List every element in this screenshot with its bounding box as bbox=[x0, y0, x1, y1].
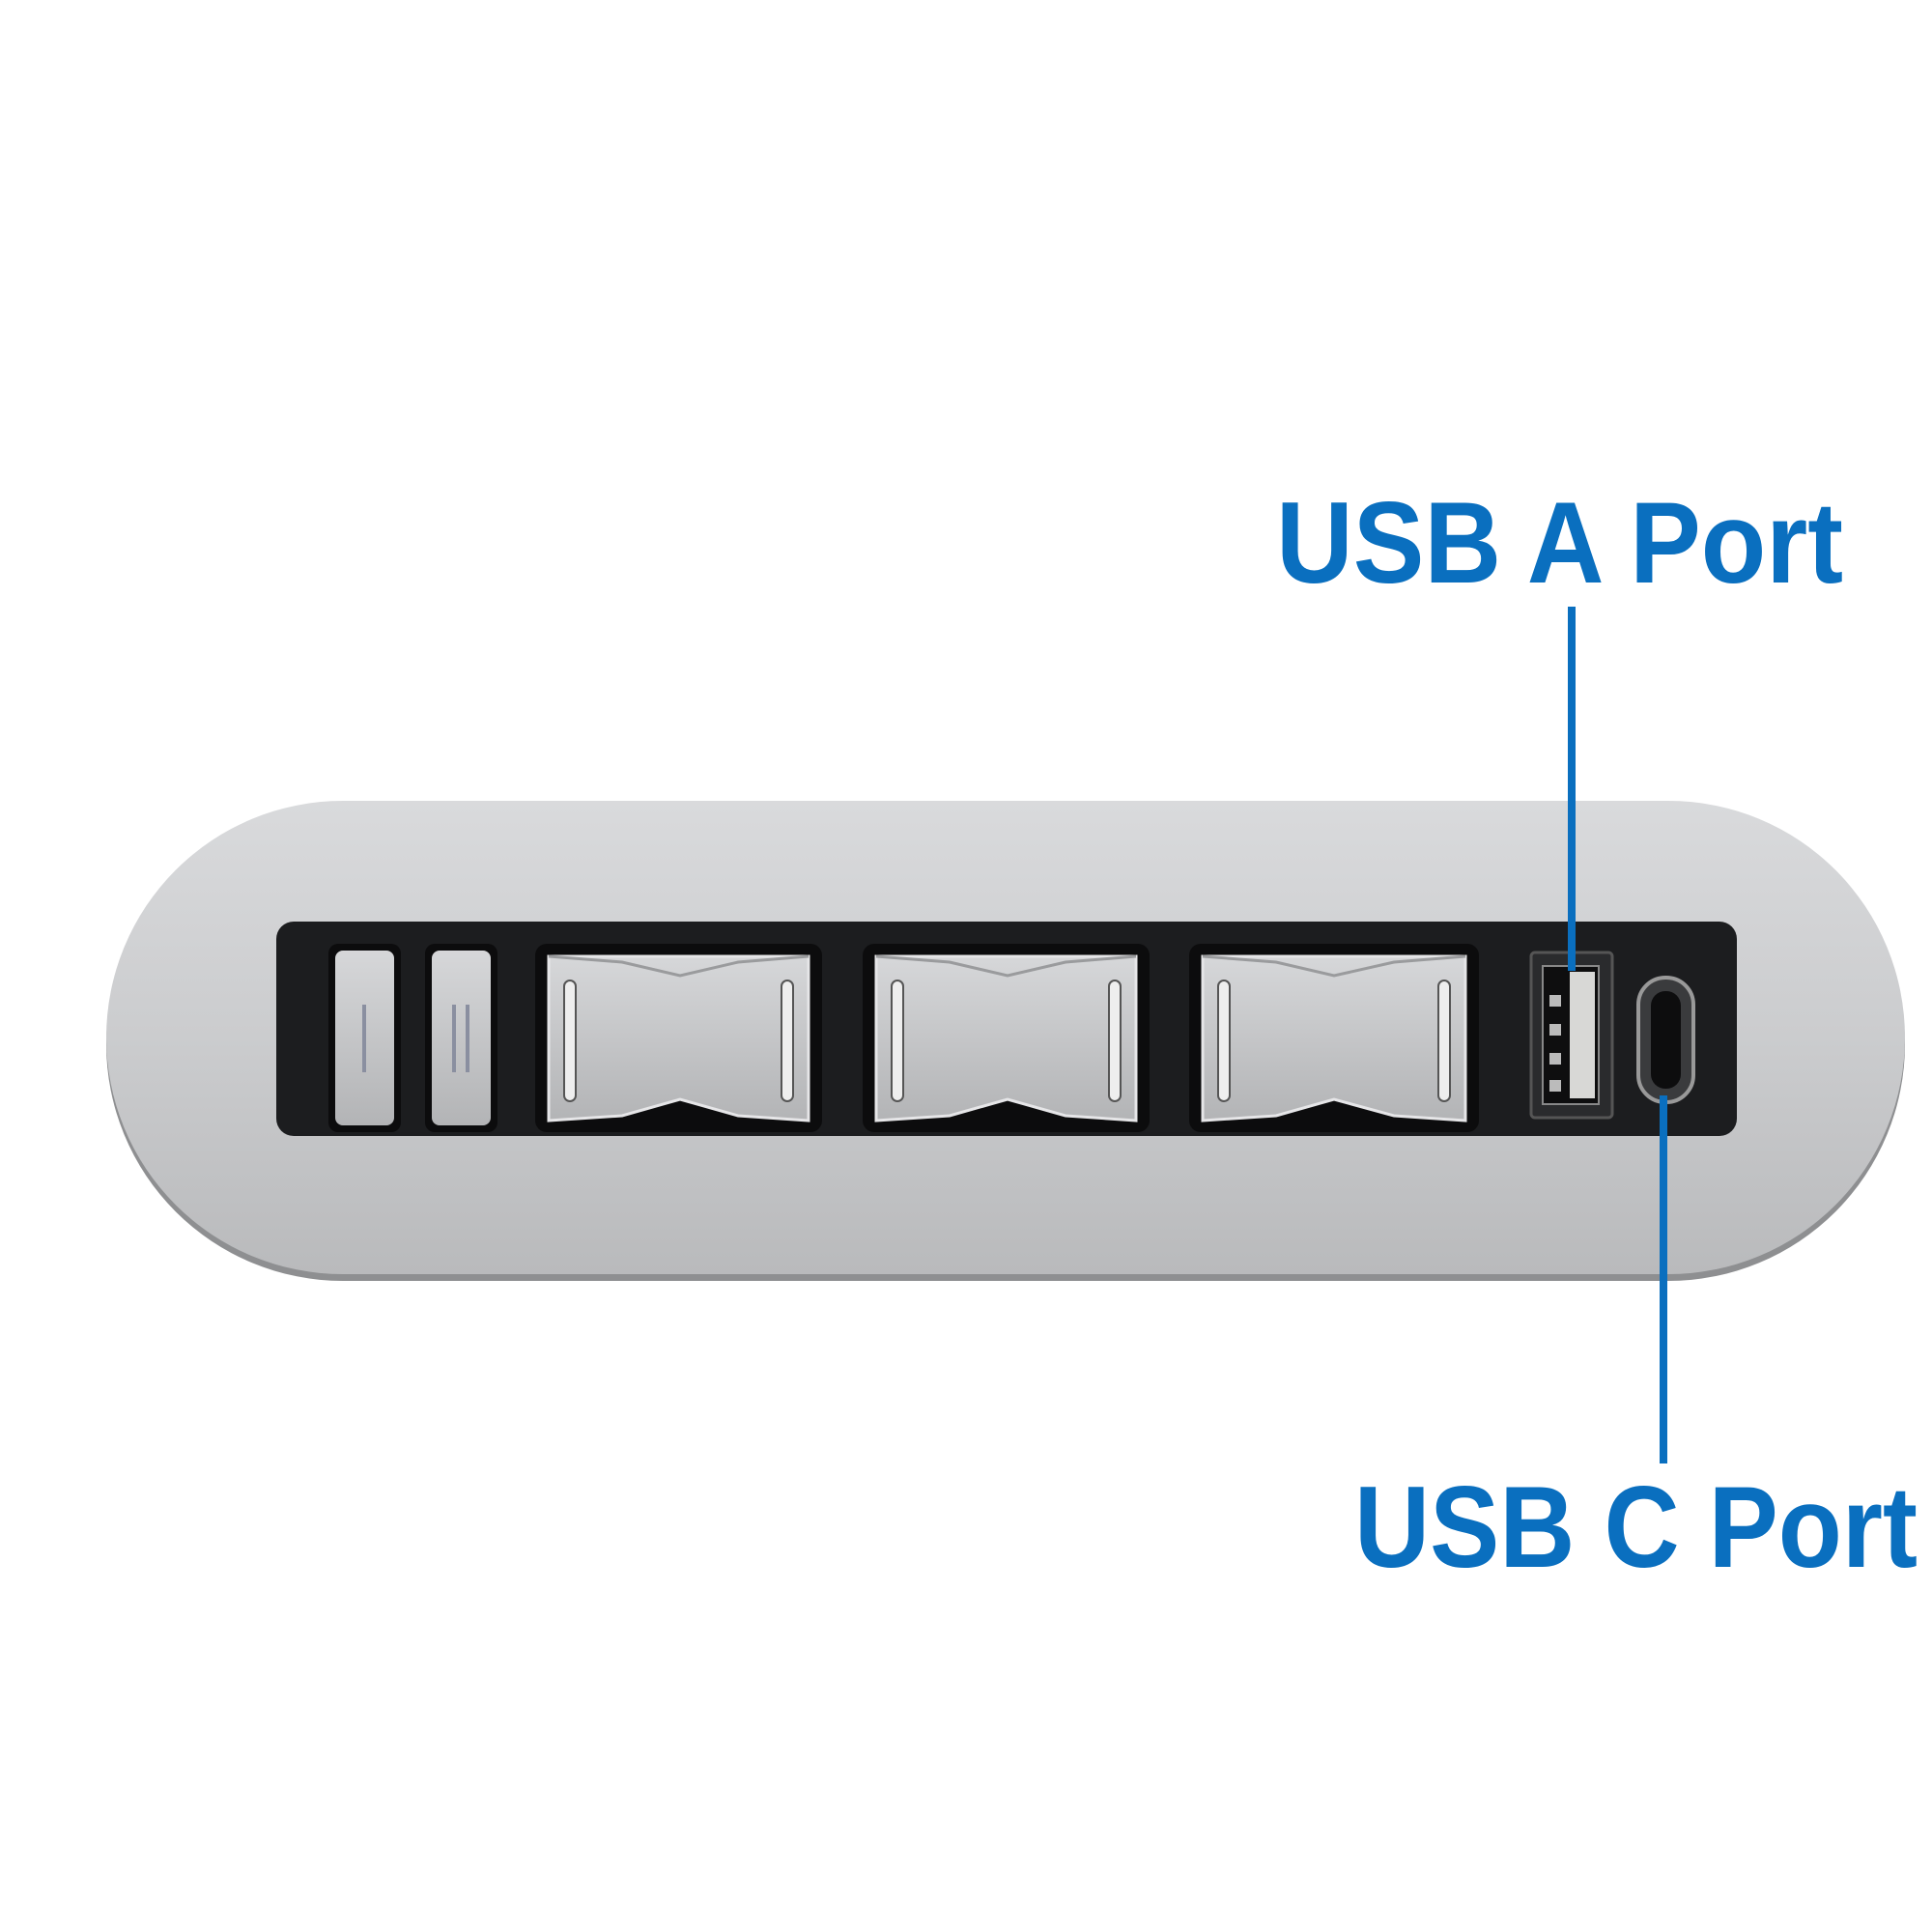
double-bar-icon bbox=[452, 1005, 469, 1072]
usb-c-port-label: USB C Port bbox=[1354, 1463, 1918, 1592]
usb-a-port[interactable] bbox=[1529, 951, 1614, 1120]
usb-c-port[interactable] bbox=[1636, 976, 1695, 1104]
rocker-switch-2[interactable] bbox=[863, 944, 1150, 1132]
switch-button-2[interactable] bbox=[425, 944, 497, 1132]
switch-button-1[interactable] bbox=[328, 944, 401, 1132]
usb-a-port-label: USB A Port bbox=[1276, 478, 1843, 608]
rocker-switch-1[interactable] bbox=[535, 944, 822, 1132]
rocker-switch-3[interactable] bbox=[1189, 944, 1479, 1132]
